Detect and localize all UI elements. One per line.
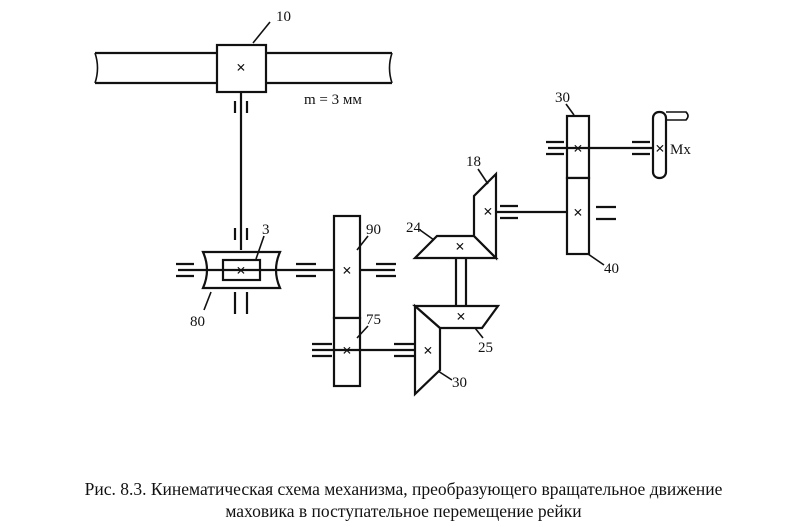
bearing-after-bevel-18 [500, 204, 518, 220]
bearing-gear-30-left [546, 140, 564, 156]
bearing-gear-40-right [596, 205, 616, 221]
bearing-below-worm [233, 292, 249, 314]
gear-75 [332, 316, 362, 388]
gear-40-label: 40 [604, 261, 619, 277]
bevel-18-label: 18 [466, 154, 481, 170]
bearing-left [176, 262, 194, 278]
bevel-25-label: 25 [478, 340, 493, 356]
rack-label: 10 [276, 9, 291, 25]
gear-90 [332, 214, 362, 320]
bevel-gear-25 [412, 304, 501, 330]
gear-90-label: 90 [366, 222, 381, 238]
figure-caption: Рис. 8.3. Кинематическая схема механизма… [0, 478, 807, 522]
bevel-25-axis-mark: × [456, 307, 466, 326]
kinematic-diagram: × 10 m = 3 мм × 3 80 × × 90 75 [94, 9, 691, 397]
bevel-30-axis-mark: × [423, 341, 433, 360]
bearing-middle [233, 228, 249, 240]
worm-label: 3 [262, 222, 270, 238]
gear-75-label: 75 [366, 312, 381, 328]
rack [94, 51, 393, 85]
gear-30-top-label: 30 [555, 90, 570, 106]
flywheel-axis-mark: × [655, 139, 665, 158]
gear-40 [565, 176, 591, 256]
module-label: m = 3 мм [304, 92, 362, 108]
rack-pinion-axis-mark: × [236, 58, 246, 77]
flywheel [651, 110, 668, 180]
bevel-gear-18 [472, 171, 498, 261]
bearing-lower-left [312, 342, 332, 358]
bevel-24-axis-mark: × [455, 237, 465, 256]
bearing-right [376, 262, 396, 278]
worm-wheel-label: 80 [190, 314, 205, 330]
bevel-24-label: 24 [406, 220, 422, 236]
gear-40-axis-mark: × [573, 203, 583, 222]
flywheel-handle [666, 111, 689, 121]
bevel-18-axis-mark: × [483, 202, 493, 221]
flywheel-label: Мх [670, 142, 691, 158]
bearing-flywheel [632, 140, 650, 156]
caption-line-1: Рис. 8.3. Кинематическая схема механизма… [84, 479, 723, 499]
bearing-center [296, 262, 316, 278]
bevel-30-bottom-label: 30 [452, 375, 467, 391]
bearing-upper [233, 101, 249, 113]
caption-line-2: маховика в поступательное перемещение ре… [225, 501, 582, 521]
bevel-vertical-shaft [454, 258, 468, 306]
bearing-lower-right [394, 342, 414, 358]
gear-90-axis-mark: × [342, 261, 352, 280]
